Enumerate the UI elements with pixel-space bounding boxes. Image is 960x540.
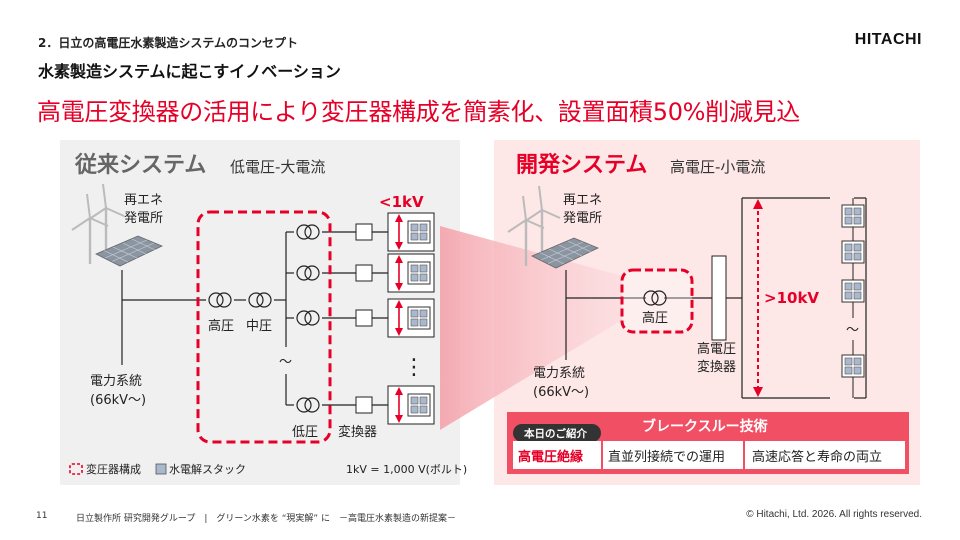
- conventional-subtitle: 低電圧-大電流: [230, 158, 325, 176]
- conventional-grid-label-2: (66kV～): [90, 393, 146, 408]
- more-stacks-dots: ⋮: [403, 355, 425, 380]
- transformer-config-highlight: [196, 210, 332, 444]
- breakthrough-tag-bg: [513, 424, 601, 442]
- label-converter: 変換器: [338, 424, 377, 440]
- legend-stack-swatch: [155, 463, 167, 475]
- page-title: 高電圧変換器の活用により変圧器構成を簡素化、設置面積50%削減見込: [37, 98, 800, 126]
- label-high-voltage: 高圧: [208, 318, 234, 334]
- converter-label-2: 変換器: [697, 359, 736, 375]
- conventional-grid-label-1: 電力系統: [90, 374, 142, 389]
- developed-plant-label-2: 発電所: [563, 211, 602, 226]
- stack-groups: [387, 212, 435, 425]
- section-label: 2．日立の高電圧水素製造システムのコンセプト: [38, 36, 298, 50]
- developed-label-high-voltage: 高圧: [642, 310, 668, 326]
- highlight-beam: [440, 226, 622, 430]
- developed-grid-label-1: 電力系統: [533, 366, 585, 381]
- label-mid-voltage: 中圧: [246, 319, 272, 334]
- high-voltage-label: >10kV: [764, 289, 819, 307]
- developed-subtitle: 高電圧-小電流: [670, 158, 765, 176]
- label-low-voltage: 低圧: [292, 425, 318, 440]
- developed-grid-label-2: (66kV～): [533, 385, 589, 400]
- developed-stack-column: [841, 198, 865, 398]
- conventional-wave: ～: [279, 355, 292, 370]
- breakthrough-item-3: 高速応答と寿命の両立: [752, 449, 882, 465]
- copyright: © Hitachi, Ltd. 2026. All rights reserve…: [746, 509, 922, 520]
- low-voltage-label: <1kV: [379, 193, 424, 211]
- breakthrough-item-1-bg: [513, 441, 601, 469]
- developed-wiring: [565, 197, 867, 399]
- high-voltage-converter-box: [711, 255, 727, 341]
- breakthrough-title: ブレークスルー技術: [642, 418, 768, 435]
- breakthrough-item-3-bg: [745, 441, 905, 469]
- conventional-plant-label-2: 発電所: [124, 211, 163, 226]
- developed-wave: ～: [846, 323, 859, 338]
- breakthrough-tag: 本日のご紹介: [524, 427, 587, 440]
- conventional-title: 従来システム: [74, 152, 206, 178]
- developed-title: 開発システム: [516, 153, 647, 178]
- unit-note: 1kV = 1,000 V(ボルト): [346, 463, 467, 476]
- page-number: 11: [36, 511, 48, 521]
- breakthrough-item-2: 直並列接続での運用: [608, 449, 725, 465]
- breakthrough-item-1: 高電圧絶縁: [518, 449, 583, 465]
- developed-plant-label-1: 再エネ: [563, 193, 602, 208]
- page-subtitle: 水素製造システムに起こすイノベーション: [38, 62, 341, 81]
- converter-label-1: 高電圧: [697, 341, 736, 357]
- legend-transformer-label: 変圧器構成: [86, 462, 141, 476]
- legend-stack-label: 水電解スタック: [169, 462, 246, 476]
- footer-text: 日立製作所 研究開発グループ | グリーン水素を “現実解” に －高電圧水素製…: [76, 514, 456, 524]
- converter-boxes: [355, 223, 373, 414]
- breakthrough-item-2-bg: [603, 441, 743, 469]
- hitachi-logo: HITACHI: [854, 31, 922, 48]
- conventional-plant-label-1: 再エネ: [124, 193, 163, 208]
